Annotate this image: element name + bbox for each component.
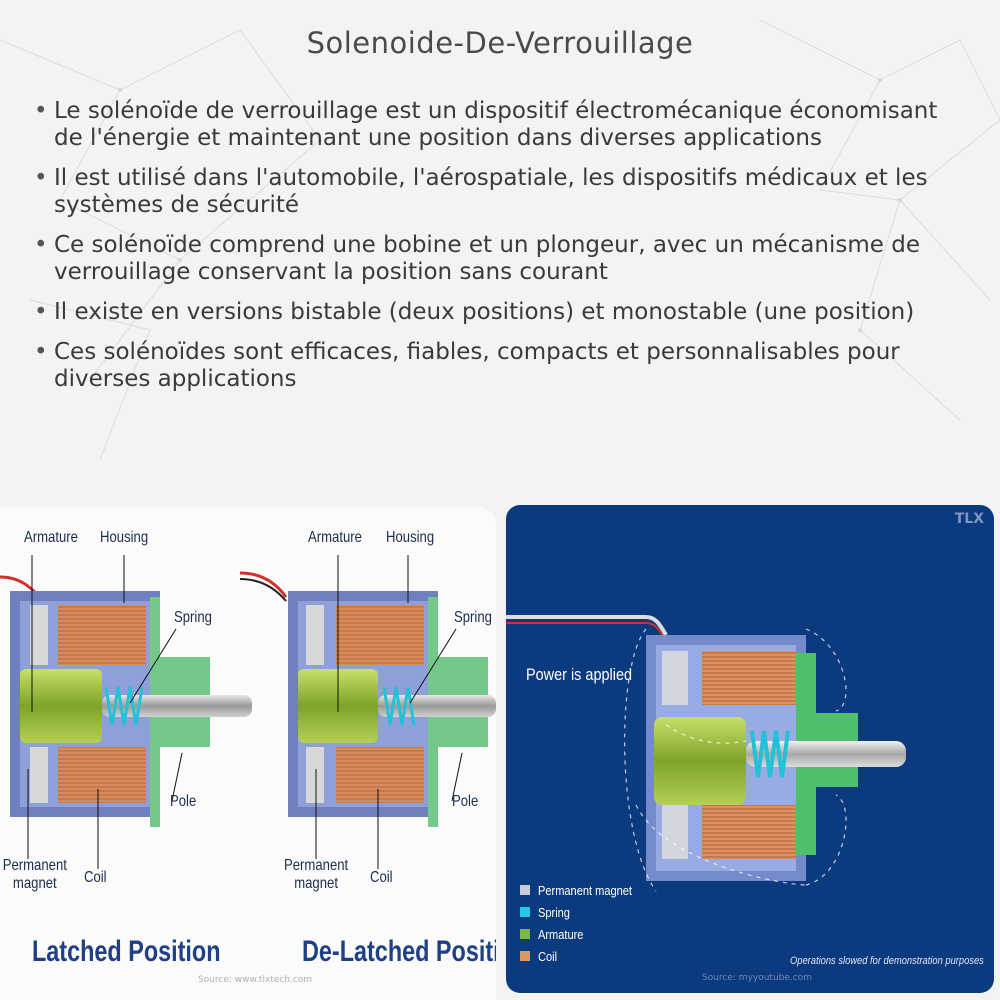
label-coil-delatched: Coil — [370, 869, 393, 886]
caption-latched-position: Latched Position — [32, 935, 221, 968]
bullet-item: Ce solénoïde comprend une bobine et un p… — [34, 232, 964, 286]
label-housing-delatched: Housing — [386, 529, 435, 546]
bullet-item: Le solénoïde de verrouillage est un disp… — [34, 98, 964, 152]
source-credit-left: Source: www.tlxtech.com — [198, 975, 313, 985]
legend-label: Spring — [538, 904, 570, 920]
demo-note: Operations slowed for demonstration purp… — [790, 955, 984, 967]
solenoid-animation-frame: TLX Power is applied Permanent magnet Sp… — [506, 505, 994, 993]
label-housing-latched: Housing — [100, 529, 149, 546]
legend-item: Armature — [520, 923, 649, 945]
label-pole-latched: Pole — [170, 793, 197, 810]
bullet-list: Le solénoïde de verrouillage est un disp… — [34, 98, 964, 406]
page-title: Solenoide-De-Verrouillage — [306, 26, 694, 60]
label-spring-latched: Spring — [174, 609, 212, 626]
legend-label: Permanent magnet — [538, 882, 632, 898]
label-armature-delatched: Armature — [308, 529, 362, 546]
legend-item: Permanent magnet — [520, 879, 649, 901]
legend-label: Coil — [538, 948, 558, 964]
solenoid-cross-section-figure: Armature Housing Spring Pole Permanent m… — [0, 507, 496, 1000]
legend-swatch-coil — [520, 951, 530, 961]
legend-label: Armature — [538, 926, 584, 942]
bullet-item: Ces solénoïdes sont efficaces, fiables, … — [34, 339, 964, 393]
delatched-diagram — [239, 555, 496, 869]
label-spring-delatched: Spring — [454, 609, 492, 626]
label-coil-latched: Coil — [84, 869, 107, 886]
power-applied-label: Power is applied — [526, 665, 633, 684]
label-pole-delatched: Pole — [452, 793, 479, 810]
cross-section-diagrams — [0, 555, 496, 869]
legend-item: Coil — [520, 945, 649, 967]
latched-diagram — [0, 555, 252, 869]
label-permanent-magnet-latched: Permanent magnet — [2, 857, 67, 892]
bullet-item: Il est utilisé dans l'automobile, l'aéro… — [34, 165, 964, 219]
label-armature-latched: Armature — [24, 529, 78, 546]
bullet-item: Il existe en versions bistable (deux pos… — [34, 299, 964, 326]
color-legend: Permanent magnet Spring Armature Coil — [520, 879, 649, 967]
source-credit-right: Source: myyoutube.com — [702, 973, 812, 983]
caption-delatched-position: De-Latched Position — [302, 935, 496, 968]
label-permanent-magnet-delatched: Permanent magnet — [284, 857, 349, 892]
tlx-logo: TLX — [954, 511, 984, 527]
animated-solenoid-illustration — [506, 615, 906, 892]
legend-swatch-armature — [520, 929, 530, 939]
legend-item: Spring — [520, 901, 649, 923]
legend-swatch-spring — [520, 907, 530, 917]
legend-swatch-permanent-magnet — [520, 885, 530, 895]
